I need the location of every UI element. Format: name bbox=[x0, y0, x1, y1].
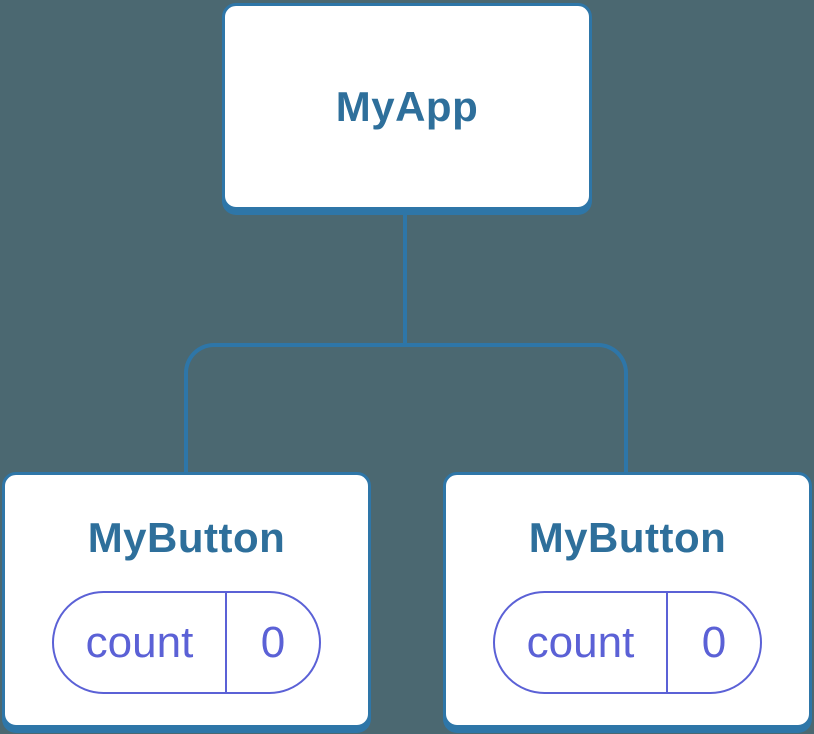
component-node-mybutton-1: MyButton count 0 bbox=[2, 472, 371, 728]
state-value-1: 0 bbox=[260, 617, 286, 667]
state-value-2: 0 bbox=[701, 617, 727, 667]
component-node-myapp: MyApp bbox=[222, 3, 592, 210]
node-label-mybutton-2: MyButton bbox=[528, 514, 727, 561]
node-label-myapp: MyApp bbox=[335, 82, 479, 130]
connector-branch-bracket bbox=[184, 343, 628, 472]
state-pill-2: count 0 bbox=[493, 591, 762, 694]
connector-root-stem bbox=[403, 210, 407, 347]
state-key-1: count bbox=[54, 593, 227, 692]
node-label-mybutton-1: MyButton bbox=[87, 514, 286, 561]
state-key-2: count bbox=[495, 593, 668, 692]
component-node-mybutton-2: MyButton count 0 bbox=[443, 472, 812, 728]
state-pill-1: count 0 bbox=[52, 591, 321, 694]
